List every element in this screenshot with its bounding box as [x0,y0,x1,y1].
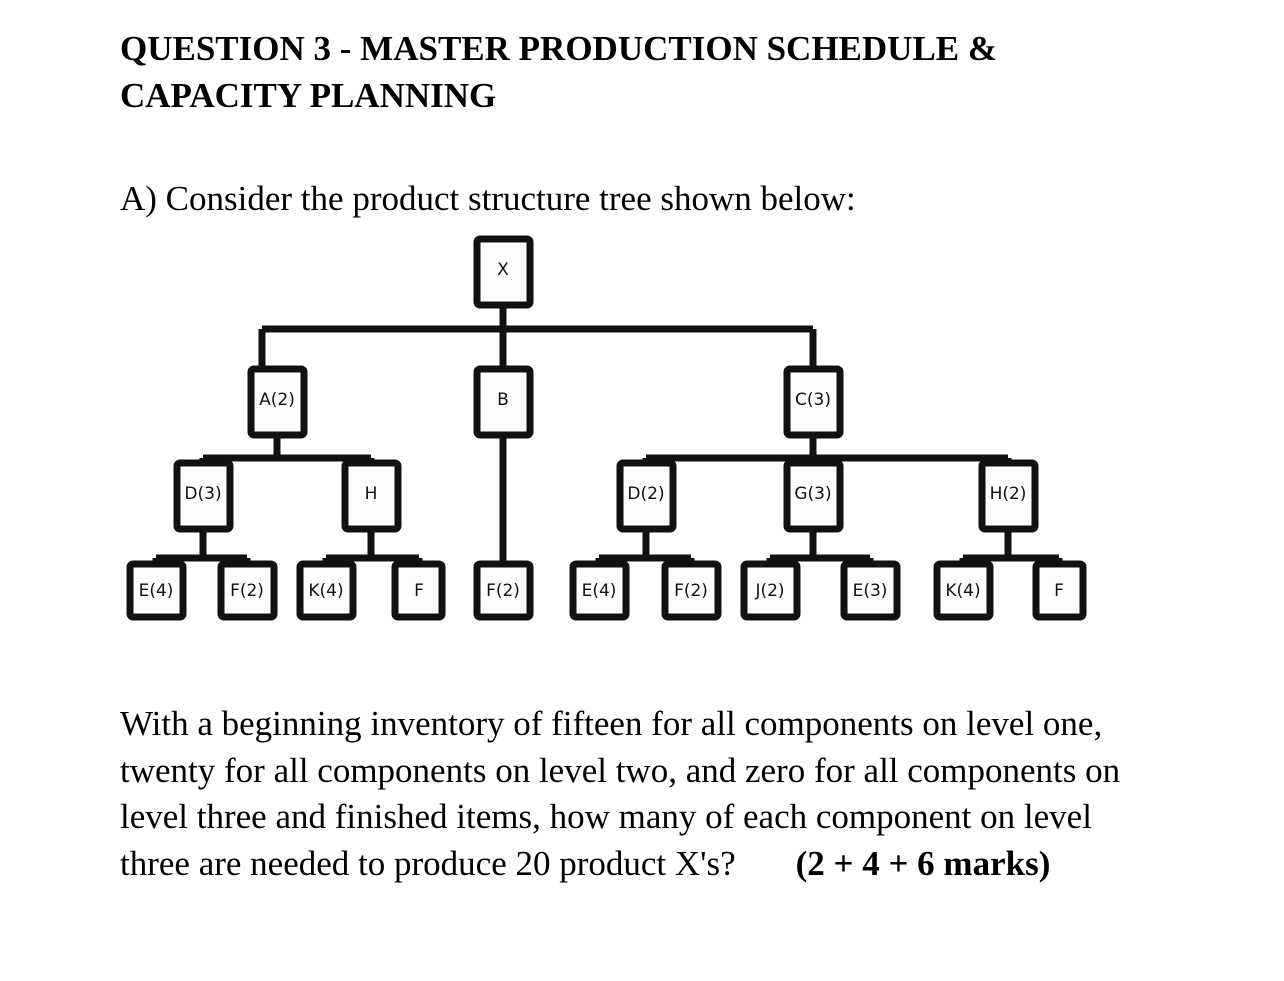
tree-node-f2-b[interactable]: F(2) [473,560,534,621]
node-box [296,560,357,621]
tree-node-f-a[interactable]: F [391,560,446,621]
page-title-line-2: CAPACITY PLANNING [120,76,497,116]
tree-node-g3[interactable]: G(3) [783,459,844,533]
tree-node-b[interactable]: B [473,365,534,439]
tree-node-f-b[interactable]: F [1032,560,1087,621]
tree-node-j2[interactable]: J(2) [740,560,801,621]
node-label: D(2) [627,484,664,504]
node-label: F(2) [230,581,264,601]
node-box [391,560,446,621]
product-structure-tree-diagram: X A(2) B C(3) D(3) [115,230,1105,630]
node-label: E(4) [139,581,174,601]
marks-allocation: (2 + 4 + 6 marks) [795,843,1051,883]
tree-node-x[interactable]: X [473,235,534,309]
node-box [783,459,844,533]
node-box [473,560,534,621]
node-box [840,560,901,621]
node-label: K(4) [308,581,343,601]
tree-node-e3[interactable]: E(3) [840,560,901,621]
node-box [217,560,278,621]
node-label: F [1054,581,1064,601]
question-part-a-prompt: A) Consider the product structure tree s… [120,179,856,218]
node-box [978,459,1039,533]
tree-node-e4-b[interactable]: E(4) [569,560,630,621]
vertical-scrollbar-track[interactable] [1268,0,1284,981]
tree-node-d3[interactable]: D(3) [173,459,234,533]
tree-node-h2[interactable]: H(2) [978,459,1039,533]
page-title: QUESTION 3 - MASTER PRODUCTION SCHEDULE … [120,25,1130,119]
node-box [341,459,402,533]
node-box [569,560,630,621]
node-label: F [414,581,424,601]
node-label: J(2) [754,581,784,601]
node-box [933,560,994,621]
node-label: X [497,260,509,280]
node-label: B [497,390,509,410]
question-body-sentence: With a beginning inventory of fifteen fo… [120,704,1121,883]
node-label: F(2) [674,581,708,601]
node-label: H(2) [990,484,1027,504]
node-box [173,459,234,533]
tree-node-a[interactable]: A(2) [247,365,308,439]
node-label: H [365,484,378,504]
tree-nodes: X A(2) B C(3) D(3) [126,235,1087,621]
tree-node-f2-c[interactable]: F(2) [661,560,722,621]
node-label: A(2) [259,390,295,410]
tree-node-h[interactable]: H [341,459,402,533]
node-box [740,560,801,621]
tree-node-k4-b[interactable]: K(4) [933,560,994,621]
node-label: E(4) [582,581,617,601]
node-label: D(3) [184,484,221,504]
node-label: K(4) [945,581,980,601]
node-label: F(2) [486,581,520,601]
node-label: G(3) [794,484,831,504]
node-box [1032,560,1087,621]
node-box [661,560,722,621]
node-box [473,365,534,439]
node-box [126,560,187,621]
tree-connectors [152,305,1063,588]
tree-node-e4-a[interactable]: E(4) [126,560,187,621]
node-box [247,365,308,439]
tree-svg: X A(2) B C(3) D(3) [126,235,1087,621]
tree-node-d2[interactable]: D(2) [616,459,677,533]
page-title-line-1: QUESTION 3 - MASTER PRODUCTION SCHEDULE … [120,29,998,69]
tree-node-c[interactable]: C(3) [783,365,844,439]
node-label: C(3) [795,390,831,410]
node-box [473,235,534,309]
node-label: E(3) [853,581,888,601]
question-body-text: With a beginning inventory of fifteen fo… [120,701,1155,887]
node-box [783,365,844,439]
tree-node-k4-a[interactable]: K(4) [296,560,357,621]
tree-node-f2-a[interactable]: F(2) [217,560,278,621]
node-box [616,459,677,533]
